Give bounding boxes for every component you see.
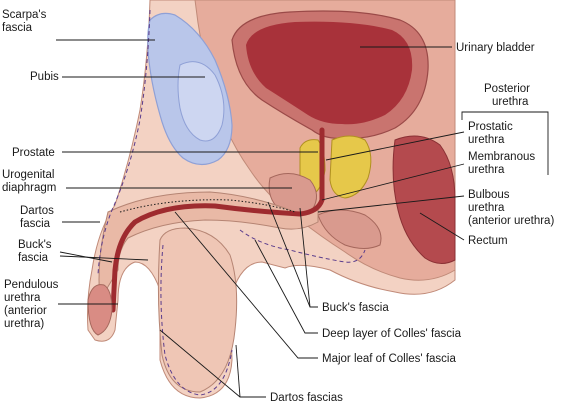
bracket-posterior-urethra [461,111,549,175]
rectum-organ [392,135,456,264]
label-major-leaf-colles: Major leaf of Colles' fascia [322,353,456,365]
label-dartos-fascia: Dartos fascia [20,205,57,230]
label-bucks-fascia-bottom: Buck's fascia [322,302,389,314]
label-membranous-urethra: Membranous urethra [468,151,538,176]
label-bulbous-urethra: Bulbous urethra (anterior urethra) [468,189,554,227]
label-posterior-urethra: Posterior urethra [484,83,533,108]
leader-dartos-fascias-2 [235,344,241,398]
leader-bucks-fascia-bottom-2 [299,207,311,308]
dartos-fascia-line [160,244,233,396]
leader-membranous-urethra [321,163,465,201]
pubis-symphysis [177,61,225,142]
glans [87,284,113,336]
leader-rectum [419,212,465,241]
illustration [87,0,456,399]
label-bucks-fascia-left: Buck's fascia [18,239,55,264]
label-prostatic-urethra: Prostatic urethra [468,121,516,146]
scrotum [157,227,238,393]
perineal-muscle [317,209,382,249]
bucks-fascia-line [119,199,296,213]
label-urogenital-diaphragm: Urogenital diaphragm [2,169,58,194]
leader-bucks-fascia-left-2 [59,255,149,261]
label-urinary-bladder: Urinary bladder [456,42,535,54]
urethra-path [110,127,325,313]
leader-prostatic-urethra [325,131,465,161]
leader-major-leaf-colles [174,211,318,359]
label-prostate: Prostate [12,147,55,159]
label-rectum: Rectum [468,235,508,247]
leader-deep-layer-colles [254,239,318,334]
leader-bulbous-urethra [317,195,465,213]
label-pendulous-urethra: Pendulous urethra (anterior urethra) [4,279,62,330]
label-pubis: Pubis [30,71,59,83]
label-deep-layer-colles: Deep layer of Colles' fascia [322,328,462,340]
scarpas-fascia-line [97,9,151,276]
penile-shaft [98,191,319,302]
label-dartos-fascias: Dartos fascias [270,392,343,404]
label-scarpas-fascia: Scarpa's fascia [2,9,50,34]
prostate-gland-right [329,135,372,199]
